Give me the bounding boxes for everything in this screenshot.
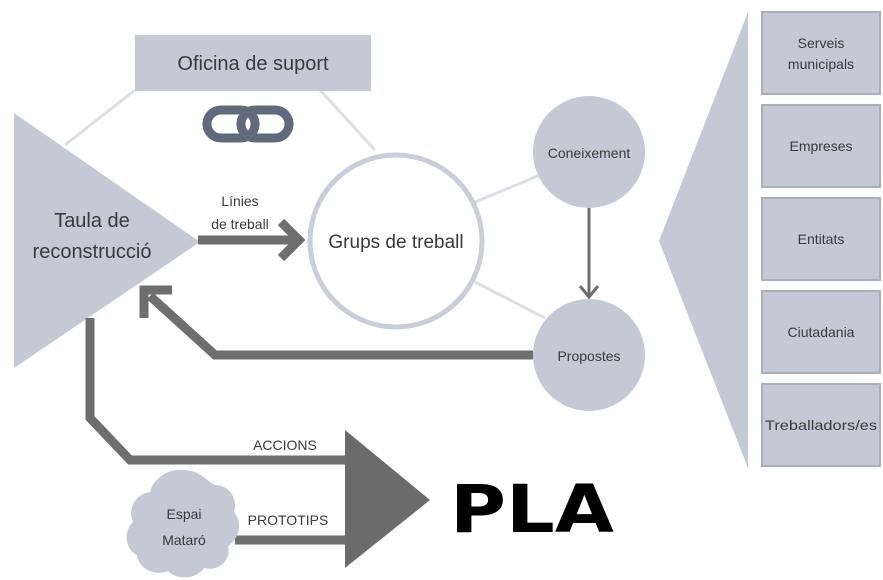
accions-label: ACCIONS [253, 437, 317, 453]
stakeholder-box-entitats: Entitats [761, 197, 881, 281]
coneixement-circle: Coneixement [533, 96, 645, 208]
connector-office-taula [64, 88, 136, 147]
coneixement-label: Coneixement [548, 145, 631, 161]
espai-label-line2: Mataró [162, 532, 206, 548]
stakeholder-box-treballadors: Treballadors/es [761, 383, 881, 467]
stakeholder-label: Entitats [798, 231, 845, 247]
coneixement-propostes-arrow [578, 208, 600, 300]
linies-arrow: Línies de treball [198, 193, 306, 262]
taula-triangle: Taula de reconstrucció [14, 113, 200, 368]
propostes-circle: Propostes [533, 299, 645, 411]
feedback-arrow [139, 285, 533, 360]
stakeholders-column: Serveis municipals Empreses Entitats Ciu… [761, 11, 881, 467]
taula-label-line1: Taula de [54, 210, 130, 232]
stakeholder-label: municipals [788, 56, 854, 72]
stakeholder-box-serveis: Serveis municipals [761, 11, 881, 95]
taula-pla-path [85, 318, 346, 545]
stakeholder-label: Empreses [789, 138, 852, 154]
taula-label-line2: reconstrucció [33, 241, 152, 263]
propostes-label: Propostes [557, 348, 620, 364]
chain-link-icon [202, 105, 294, 143]
support-office-label: Oficina de suport [177, 53, 329, 75]
stakeholder-label: Ciutadania [788, 324, 855, 340]
grups-label: Grups de treball [328, 232, 463, 253]
espai-mataro-shape: Espai Mataró [126, 469, 240, 578]
linies-label-line2: de treball [211, 216, 269, 232]
grups-circle: Grups de treball [307, 152, 485, 330]
stakeholder-label: Treballadors/es [765, 417, 877, 433]
support-office-box: Oficina de suport [135, 35, 371, 91]
espai-label-line1: Espai [166, 506, 201, 522]
linies-label-line1: Línies [221, 193, 258, 209]
connector-grups-coneixement [467, 173, 541, 207]
stakeholder-label: Serveis [798, 35, 845, 51]
pla-triangle [345, 430, 430, 568]
stakeholders-triangle [659, 12, 748, 468]
connector-lines [64, 88, 546, 320]
prototips-label: PROTOTIPS [248, 512, 329, 528]
stakeholder-box-ciutadania: Ciutadania [761, 290, 881, 374]
pla-label: PLA [450, 471, 614, 548]
stakeholder-box-empreses: Empreses [761, 104, 881, 188]
connector-office-grups [318, 88, 377, 152]
connector-grups-propostes [474, 280, 546, 320]
